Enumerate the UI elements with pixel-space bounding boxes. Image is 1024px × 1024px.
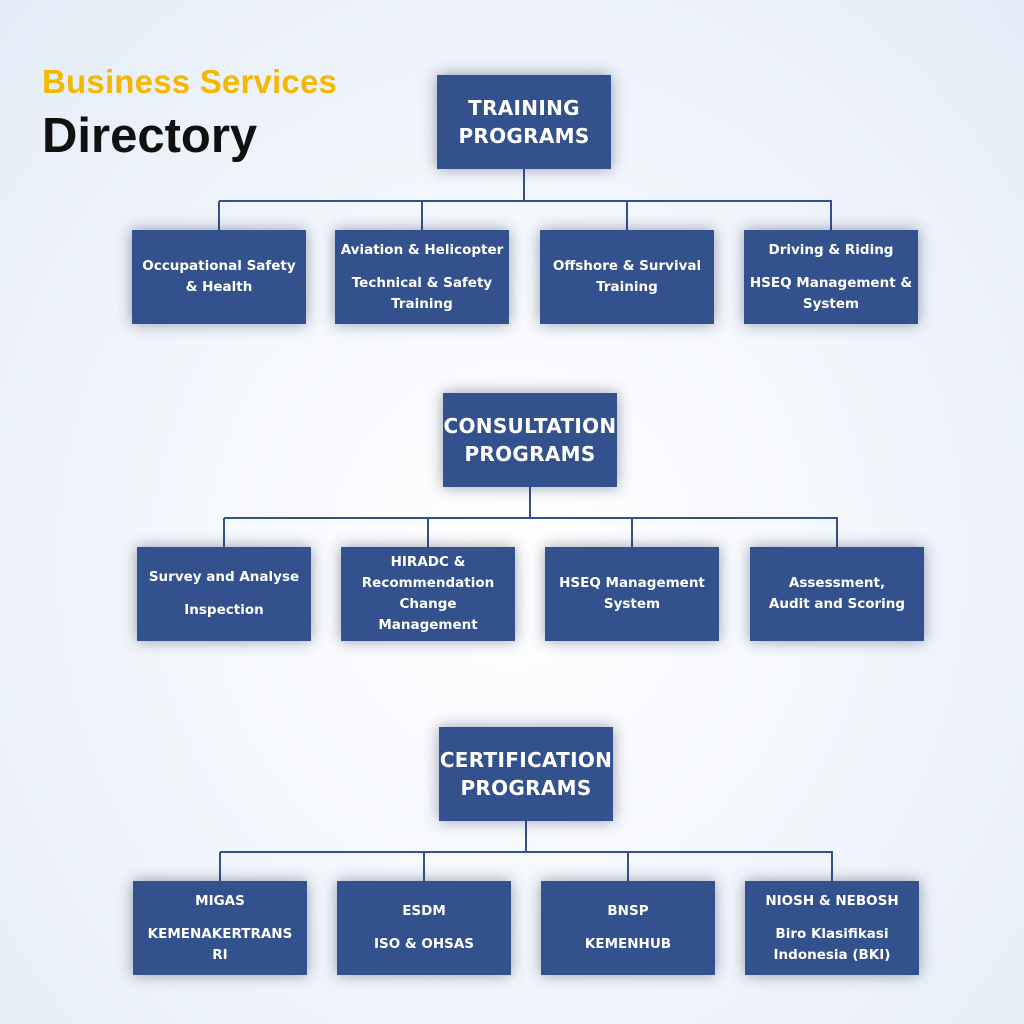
program-label-line: Recommendation <box>361 575 495 591</box>
certification-connector-drop-2 <box>423 852 425 881</box>
certification-connector-stem <box>525 821 527 852</box>
program-label-line: KEMENAKERTRANS <box>147 925 293 942</box>
program-label-line: BNSP <box>607 903 649 919</box>
program-label-line: Survey and Analyse <box>148 569 300 585</box>
program-label-line: Biro Klasifikasi <box>775 925 889 942</box>
training-programs-header: TRAINING PROGRAMS <box>437 75 611 169</box>
program-label-line: ISO & OHSAS <box>373 936 475 952</box>
certification-program-box-2: ESDM ISO & OHSAS <box>337 881 511 975</box>
training-program-box-1: Occupational Safety & Health <box>132 230 306 324</box>
program-label-line: ESDM <box>402 903 446 919</box>
consultation-connector-drop-4 <box>836 518 838 547</box>
certification-connector-drop-4 <box>831 852 833 881</box>
program-label-line: MIGAS <box>195 892 245 909</box>
certification-connector-drop-3 <box>627 852 629 881</box>
program-label-line: RI <box>212 946 228 963</box>
program-label-line: Aviation & Helicopter <box>340 241 504 258</box>
header-label-line: PROGRAMS <box>464 442 596 466</box>
training-connector-bar <box>219 200 832 202</box>
program-label-line: Inspection <box>184 602 264 618</box>
program-label-line: Offshore & Survival <box>552 258 702 274</box>
training-connector-drop-4 <box>830 201 832 230</box>
program-label-line: Audit and Scoring <box>768 596 906 612</box>
page-title: Directory <box>42 109 258 163</box>
header-label-line: PROGRAMS <box>460 776 592 800</box>
certification-program-box-3: BNSP KEMENHUB <box>541 881 715 975</box>
program-label-line: Technical & Safety <box>351 274 493 291</box>
program-label-line: Training <box>596 279 658 295</box>
consultation-connector-stem <box>529 487 531 518</box>
program-label-line: System <box>802 295 860 312</box>
consultation-connector-bar <box>224 517 838 519</box>
program-label-line: Management <box>378 617 478 633</box>
training-connector-drop-2 <box>421 201 423 230</box>
program-label-line: HIRADC & <box>390 554 466 570</box>
training-connector-drop-3 <box>626 201 628 230</box>
certification-connector-drop-1 <box>219 852 221 881</box>
consultation-programs-header: CONSULTATION PROGRAMS <box>443 393 617 487</box>
program-label-line: HSEQ Management & <box>749 274 913 291</box>
program-label-line: Driving & Riding <box>768 241 894 258</box>
program-label-line: Training <box>391 295 453 312</box>
certification-connector-bar <box>220 851 833 853</box>
program-label-line: System <box>603 596 661 612</box>
header-label-line: TRAINING <box>468 96 580 120</box>
header-label-line: PROGRAMS <box>458 124 590 148</box>
certification-program-box-1: MIGAS KEMENAKERTRANS RI <box>133 881 307 975</box>
program-label-line: NIOSH & NEBOSH <box>765 892 899 909</box>
consultation-connector-drop-3 <box>631 518 633 547</box>
consultation-program-box-4: Assessment, Audit and Scoring <box>750 547 924 641</box>
program-label-line: KEMENHUB <box>584 936 672 952</box>
program-label-line: Occupational Safety <box>142 258 296 274</box>
program-label-line: Assessment, <box>788 575 886 591</box>
header-label-line: CONSULTATION <box>443 414 617 438</box>
consultation-connector-drop-1 <box>223 518 225 547</box>
training-connector-drop-1 <box>218 201 220 230</box>
page-subtitle: Business Services <box>42 63 338 100</box>
program-label-line: Indonesia (BKI) <box>773 946 891 963</box>
program-label-line: Change <box>399 596 457 612</box>
program-label-line: & Health <box>185 279 253 295</box>
certification-programs-header: CERTIFICATION PROGRAMS <box>439 727 613 821</box>
page-heading: Business Services Directory <box>42 62 337 164</box>
program-label-line: HSEQ Management <box>559 575 705 591</box>
consultation-connector-drop-2 <box>427 518 429 547</box>
training-connector-stem <box>523 169 525 201</box>
header-label-line: CERTIFICATION <box>439 748 613 772</box>
